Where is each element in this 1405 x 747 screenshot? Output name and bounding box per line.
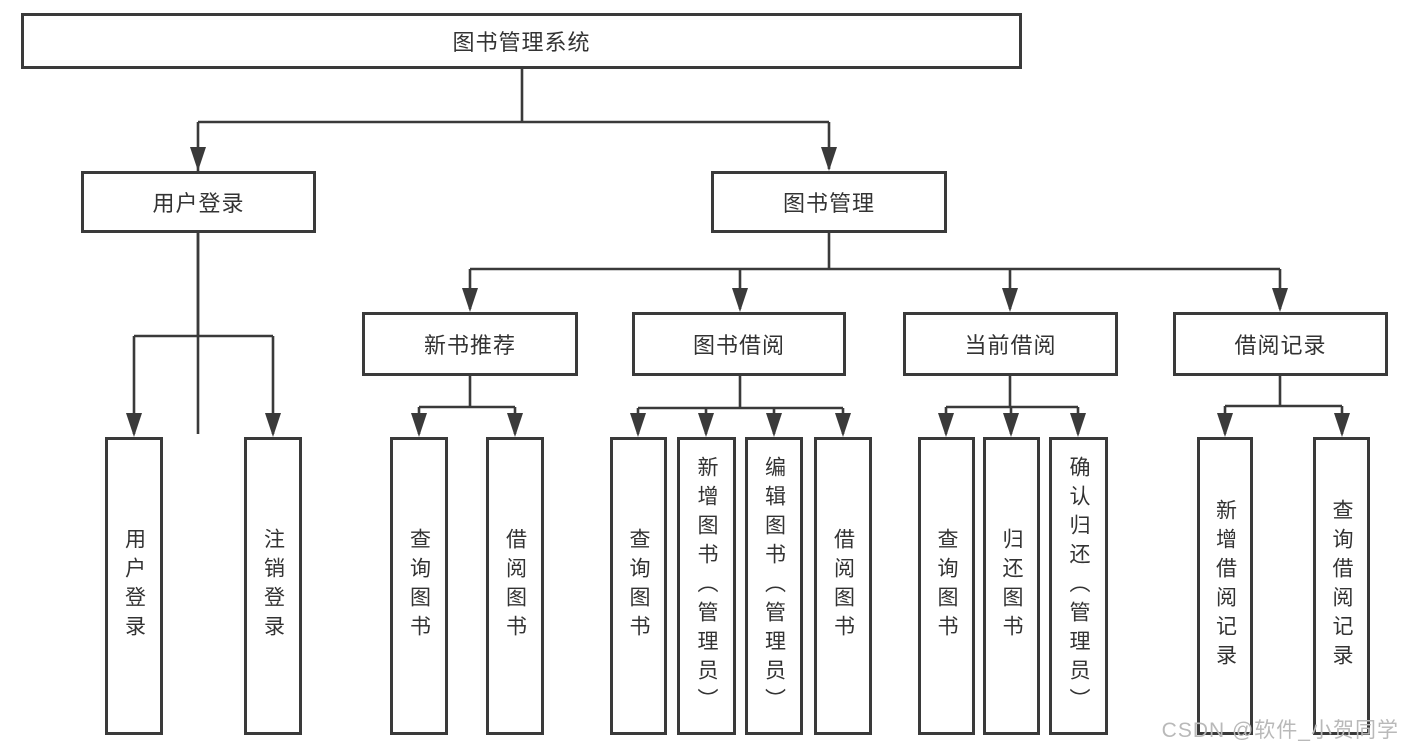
- connector-records-children: [1223, 376, 1344, 434]
- leaf-label: 查询图书: [935, 528, 958, 644]
- connector-book-mgmt-children: [468, 233, 1282, 309]
- connector-current-children: [944, 376, 1080, 434]
- connector-new-book-children: [417, 376, 517, 434]
- leaf-label: 确认归还（管理员）: [1067, 455, 1090, 717]
- arrowhead: [507, 413, 523, 437]
- arrowhead: [1002, 288, 1018, 312]
- arrowhead: [126, 413, 142, 437]
- arrowhead: [938, 413, 954, 437]
- arrowhead: [1334, 413, 1350, 437]
- node-new-book-recommend: 新书推荐: [362, 312, 578, 376]
- arrowhead: [821, 147, 837, 171]
- node-book-management: 图书管理: [711, 171, 947, 233]
- connector-root-to-level2: [196, 69, 831, 434]
- leaf-label: 查询借阅记录: [1330, 499, 1353, 673]
- arrowhead: [732, 288, 748, 312]
- node-root-system: 图书管理系统: [21, 13, 1022, 69]
- arrowhead: [265, 413, 281, 437]
- arrowhead: [1070, 413, 1086, 437]
- leaf-return-books: 归还图书: [983, 437, 1040, 735]
- arrowhead: [462, 288, 478, 312]
- connector-borrow-children: [636, 376, 845, 434]
- leaf-borrow-books-recommend: 借阅图书: [486, 437, 544, 735]
- leaf-query-books-borrow: 查询图书: [610, 437, 667, 735]
- csdn-watermark: CSDN @软件_小贺同学: [1161, 719, 1399, 742]
- leaf-label: 注销登录: [261, 528, 285, 644]
- arrowhead: [1217, 413, 1233, 437]
- leaf-label: 新增借阅记录: [1213, 499, 1237, 673]
- arrowhead: [766, 413, 782, 437]
- leaf-label: 用户登录: [122, 528, 146, 644]
- arrowhead: [698, 413, 714, 437]
- arrowhead: [411, 413, 427, 437]
- arrowhead: [1003, 413, 1019, 437]
- arrowhead: [190, 147, 206, 171]
- leaf-label: 借阅图书: [831, 528, 855, 644]
- leaf-label: 借阅图书: [503, 528, 527, 644]
- node-borrowing-records: 借阅记录: [1173, 312, 1388, 376]
- leaf-label: 查询图书: [407, 528, 431, 644]
- leaf-add-borrow-record: 新增借阅记录: [1197, 437, 1253, 735]
- connector-user-login-children: [132, 233, 275, 434]
- leaf-add-books-admin: 新增图书（管理员）: [677, 437, 736, 735]
- leaf-query-borrow-record: 查询借阅记录: [1313, 437, 1370, 735]
- leaf-user-login: 用户登录: [105, 437, 163, 735]
- leaf-label: 编辑图书（管理员）: [762, 455, 786, 717]
- node-book-borrowing: 图书借阅: [632, 312, 846, 376]
- leaf-label: 查询图书: [627, 528, 650, 644]
- leaf-query-books-recommend: 查询图书: [390, 437, 448, 735]
- leaf-label: 新增图书（管理员）: [695, 455, 718, 717]
- arrowhead: [630, 413, 646, 437]
- node-current-borrowing: 当前借阅: [903, 312, 1118, 376]
- node-user-login: 用户登录: [81, 171, 316, 233]
- leaf-borrow-books: 借阅图书: [814, 437, 872, 735]
- leaf-logout: 注销登录: [244, 437, 302, 735]
- leaf-edit-books-admin: 编辑图书（管理员）: [745, 437, 803, 735]
- arrowhead: [1272, 288, 1288, 312]
- arrowhead: [835, 413, 851, 437]
- leaf-query-books-current: 查询图书: [918, 437, 975, 735]
- leaf-label: 归还图书: [1000, 528, 1023, 644]
- leaf-confirm-return-admin: 确认归还（管理员）: [1049, 437, 1108, 735]
